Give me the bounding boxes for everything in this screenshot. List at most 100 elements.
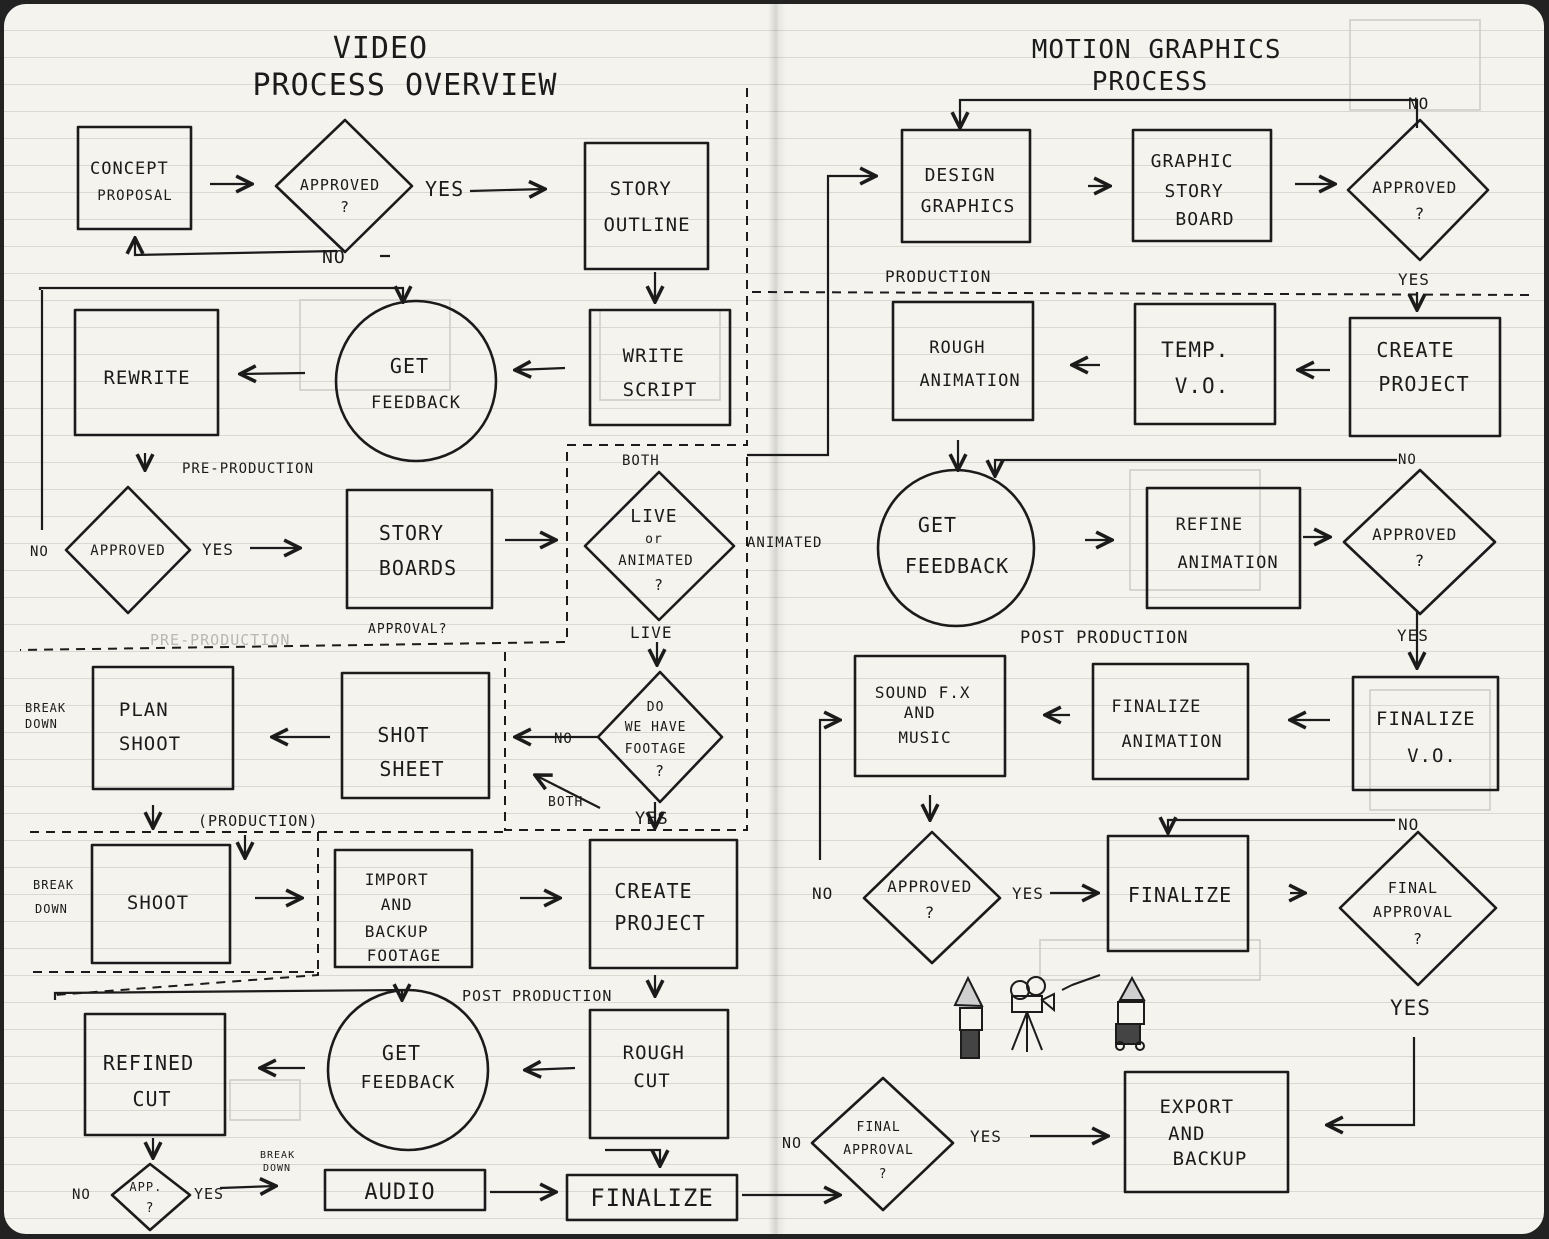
node-label: REFINE: [1176, 515, 1243, 535]
svg-text:CREATE PROJECT: CREATE PROJECT: [614, 879, 705, 935]
section-label-production: PRODUCTION: [885, 267, 991, 286]
node-label: APPROVED: [1372, 525, 1457, 544]
node-label: CUT: [132, 1087, 171, 1111]
node-create-project-left: CREATE PROJECT: [588, 838, 739, 970]
left-title-line: VIDEO: [333, 31, 428, 66]
node-label: REWRITE: [103, 367, 190, 389]
node-label: BACKUP: [1173, 1148, 1248, 1170]
node-label: APPROVAL: [843, 1143, 914, 1158]
node-label: PLAN: [119, 699, 169, 721]
svg-text:CREATE PROJECT: CREATE PROJECT: [1376, 338, 1469, 396]
node-label: CUT: [633, 1070, 670, 1092]
svg-text:FINALIZE: FINALIZE: [1128, 883, 1232, 907]
edge-label-no: NO: [1398, 815, 1419, 834]
node-live-or-animated: LIVE or ANIMATED ?: [583, 470, 736, 622]
node-label: FOOTAGE: [367, 946, 441, 965]
node-label: BOARD: [1175, 209, 1234, 230]
node-label: APPROVED: [887, 877, 972, 896]
node-label: ANIMATION: [1177, 553, 1278, 573]
section-border: [504, 455, 748, 831]
section-border: [751, 291, 1536, 296]
svg-text:FINALIZE ANIMATION: FINALIZE ANIMATION: [1111, 697, 1222, 752]
right-title: MOTION GRAPHICS PROCESS: [1032, 35, 1298, 97]
node-label: FEEDBACK: [371, 393, 461, 413]
node-label: CREATE: [1376, 338, 1454, 362]
svg-text:SOUND F.X AND: SOUND F.X AND MUSIC: [875, 683, 981, 747]
right-title-line: PROCESS: [1092, 67, 1209, 97]
right-edge-labels: NO YES PRODUCTION NO YES POST PRODUCTION…: [782, 94, 1430, 1152]
section-label-post-production: POST PRODUCTION: [1020, 628, 1189, 648]
svg-text:APPROVED ?: APPROVED ?: [300, 176, 390, 216]
svg-text:EXPORT AND: EXPORT AND BACKUP: [1159, 1096, 1247, 1170]
node-label: ROUGH: [929, 338, 985, 358]
edge-label-yes: YES: [1397, 626, 1429, 645]
node-app: APP. ?: [110, 1162, 192, 1232]
svg-text:STORY BOARDS: STORY BOARDS: [379, 521, 457, 580]
node-label: FINAL: [857, 1120, 901, 1135]
node-label: ROUGH: [623, 1042, 685, 1064]
svg-text:WRITE SCRIPT: WRITE SCRIPT: [623, 345, 698, 401]
node-do-we-have-footage: DO WE HAVE FOOTAGE ?: [596, 670, 724, 804]
svg-text:LIVE or AN: LIVE or ANIMATED ?: [618, 506, 703, 594]
node-approved-r1: APPROVED ?: [1346, 118, 1490, 262]
node-refine-animation: REFINE ANIMATION: [1145, 486, 1302, 610]
node-write-script: WRITE SCRIPT: [588, 308, 732, 427]
svg-text:APPROVED: APPROVED: [90, 543, 165, 559]
svg-text:SHOOT: SHOOT: [127, 892, 189, 914]
node-label: ?: [1413, 930, 1423, 948]
node-label: APPROVED: [1372, 178, 1457, 197]
svg-text:APPROVED ?: APPROVED ?: [1372, 178, 1468, 223]
node-label: MUSIC: [898, 728, 951, 747]
film-crew-doodle: [953, 974, 1146, 1059]
node-import-backup: IMPORT AND BACKUP FOOTAGE: [333, 848, 474, 969]
node-shot-sheet: SHOT SHEET: [340, 671, 491, 800]
node-label: APPROVED: [300, 176, 380, 194]
section-label-pre-production: PRE-PRODUCTION: [182, 461, 314, 477]
svg-text:GET FEEDBACK: GET FEEDBACK: [905, 513, 1009, 578]
svg-text:DESIGN GRAPHICS: DESIGN GRAPHICS: [921, 165, 1016, 217]
notebook-spread: [4, 4, 1544, 1234]
left-edge-labels: YES NO BOTH PRE-PRODUCTION NO YES ANIMAT…: [25, 177, 822, 1203]
node-label: SHOOT: [127, 892, 189, 914]
node-label: TEMP.: [1161, 338, 1229, 362]
svg-text:FINALIZE: FINALIZE: [590, 1184, 714, 1212]
svg-text:APP. ?: APP. ?: [129, 1180, 170, 1216]
section-label-post-production: POST PRODUCTION: [462, 987, 612, 1005]
node-label: FEEDBACK: [361, 1072, 456, 1093]
svg-text:REWRITE: REWRITE: [103, 367, 190, 389]
node-label: DESIGN: [925, 165, 996, 186]
node-label: SHOOT: [119, 733, 181, 755]
section-border: [19, 88, 748, 651]
node-label: BACKUP: [365, 922, 429, 941]
node-label: FINALIZE: [1128, 883, 1232, 907]
edge-label-both: BOTH: [548, 795, 583, 810]
node-label: CREATE: [614, 879, 692, 903]
svg-text:PLAN SHOOT: PLAN SHOOT: [119, 699, 181, 755]
edge-label-both: BOTH: [622, 453, 660, 469]
edge-label-yes: YES: [202, 540, 234, 559]
edge-label-animated: ANIMATED: [747, 535, 822, 551]
node-shoot: SHOOT: [90, 843, 232, 965]
node-label: ?: [655, 762, 665, 780]
svg-text:GRAPHIC STORY: GRAPHIC STORY BOARD: [1151, 151, 1246, 230]
node-label: SOUND F.X: [875, 683, 971, 702]
node-finalize-animation: FINALIZE ANIMATION: [1091, 662, 1250, 781]
node-label: ANIMATED: [618, 553, 693, 569]
node-label: APP.: [129, 1180, 162, 1194]
node-label: FEEDBACK: [905, 554, 1009, 578]
node-label: WRITE: [623, 345, 685, 367]
edge-label-no: NO: [554, 731, 573, 747]
node-approved-r3: APPROVED ?: [862, 830, 1002, 965]
svg-text:FINALIZE V.O.: FINALIZE V.O.: [1376, 708, 1488, 767]
node-rewrite: REWRITE: [73, 308, 220, 437]
node-final-approval-bottom: FINAL APPROVAL ?: [810, 1076, 955, 1212]
node-label: ?: [654, 576, 664, 594]
svg-text:FINAL APPROVAL: FINAL APPROVAL ?: [843, 1120, 922, 1182]
node-label: V.O.: [1407, 745, 1457, 767]
node-create-project-right: CREATE PROJECT: [1348, 316, 1502, 438]
edge-label-yes: YES: [1012, 884, 1044, 903]
svg-text:AUDIO: AUDIO: [364, 1180, 435, 1205]
node-label: SCRIPT: [623, 379, 698, 401]
